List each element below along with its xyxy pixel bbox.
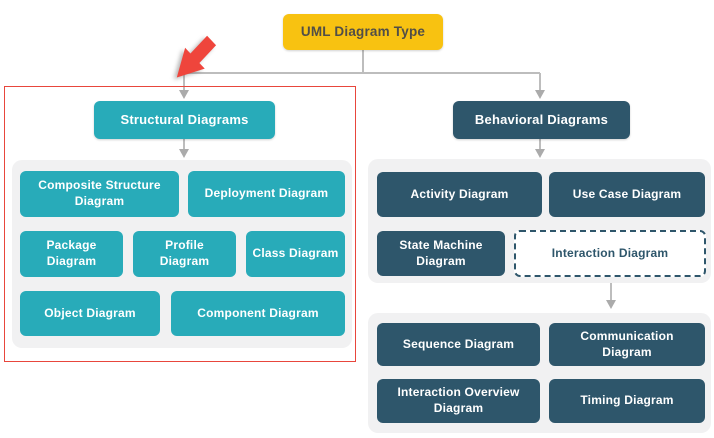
node-activity-diagram: Activity Diagram — [377, 172, 542, 217]
node-structural-diagrams: Structural Diagrams — [94, 101, 275, 139]
node-interaction-diagram: Interaction Diagram — [514, 230, 706, 277]
structural-highlight-rectangle — [4, 86, 356, 362]
node-package-diagram: Package Diagram — [20, 231, 123, 277]
node-behavioral-diagrams: Behavioral Diagrams — [453, 101, 630, 139]
node-interaction-overview-diagram: Interaction Overview Diagram — [377, 379, 540, 423]
node-sequence-diagram: Sequence Diagram — [377, 323, 540, 366]
node-component-diagram: Component Diagram — [171, 291, 345, 336]
node-use-case-diagram: Use Case Diagram — [549, 172, 705, 217]
node-object-diagram: Object Diagram — [20, 291, 160, 336]
node-class-diagram: Class Diagram — [246, 231, 345, 277]
red-arrow-icon — [176, 35, 217, 78]
node-timing-diagram: Timing Diagram — [549, 379, 705, 423]
node-communication-diagram: Communication Diagram — [549, 323, 705, 366]
node-composite-structure-diagram: Composite Structure Diagram — [20, 171, 179, 217]
node-deployment-diagram: Deployment Diagram — [188, 171, 345, 217]
node-profile-diagram: Profile Diagram — [133, 231, 236, 277]
node-uml-diagram-type: UML Diagram Type — [283, 14, 443, 50]
node-state-machine-diagram: State Machine Diagram — [377, 231, 505, 276]
